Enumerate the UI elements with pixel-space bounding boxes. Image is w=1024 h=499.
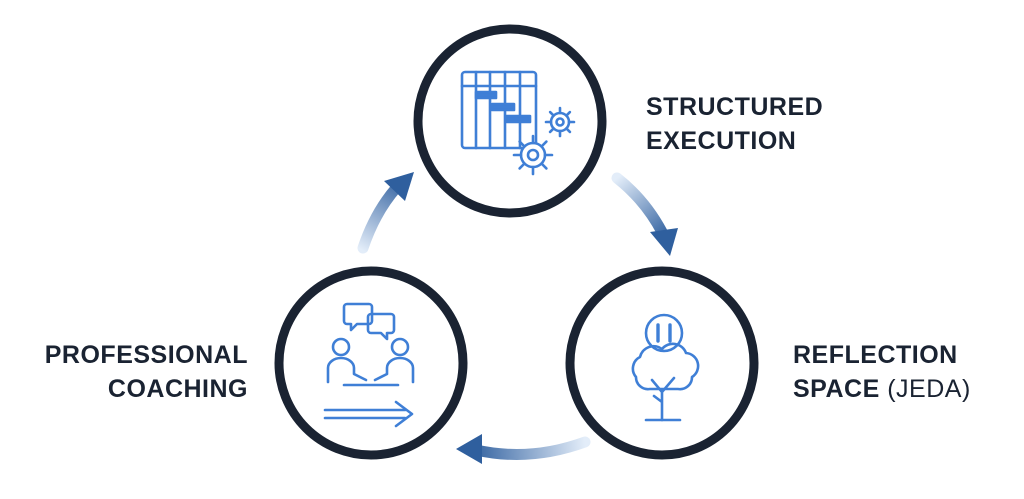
label-structured-execution-line2: EXECUTION [646,127,797,155]
label-professional-coaching: PROFESSIONAL COACHING [34,338,248,406]
arrow-execution-to-reflection [611,172,678,256]
node-structured-execution [413,24,607,218]
arrow-reflection-to-coaching [456,434,591,464]
label-structured-execution-line1: STRUCTURED [646,93,824,121]
label-structured-execution: STRUCTURED EXECUTION [646,90,823,158]
arrow-coaching-to-execution [357,172,414,254]
gantt-chart-gears-icon [460,70,576,176]
label-reflection-space: REFLECTION SPACE (JEDA) [793,338,971,406]
ring-reflection-space [565,266,759,460]
node-professional-coaching [274,266,468,460]
label-reflection-space-suffix: (JEDA) [879,375,971,403]
ring-professional-coaching [274,266,468,460]
label-reflection-space-line2-main: SPACE [793,375,880,403]
label-professional-coaching-line2: COACHING [107,375,248,403]
label-professional-coaching-line1: PROFESSIONAL [44,341,248,369]
node-reflection-space [565,266,759,460]
label-reflection-space-line2: SPACE (JEDA) [793,372,971,406]
pause-tree-icon [631,313,700,422]
label-reflection-space-line1: REFLECTION [793,341,958,369]
coaching-conversation-icon [323,302,415,428]
